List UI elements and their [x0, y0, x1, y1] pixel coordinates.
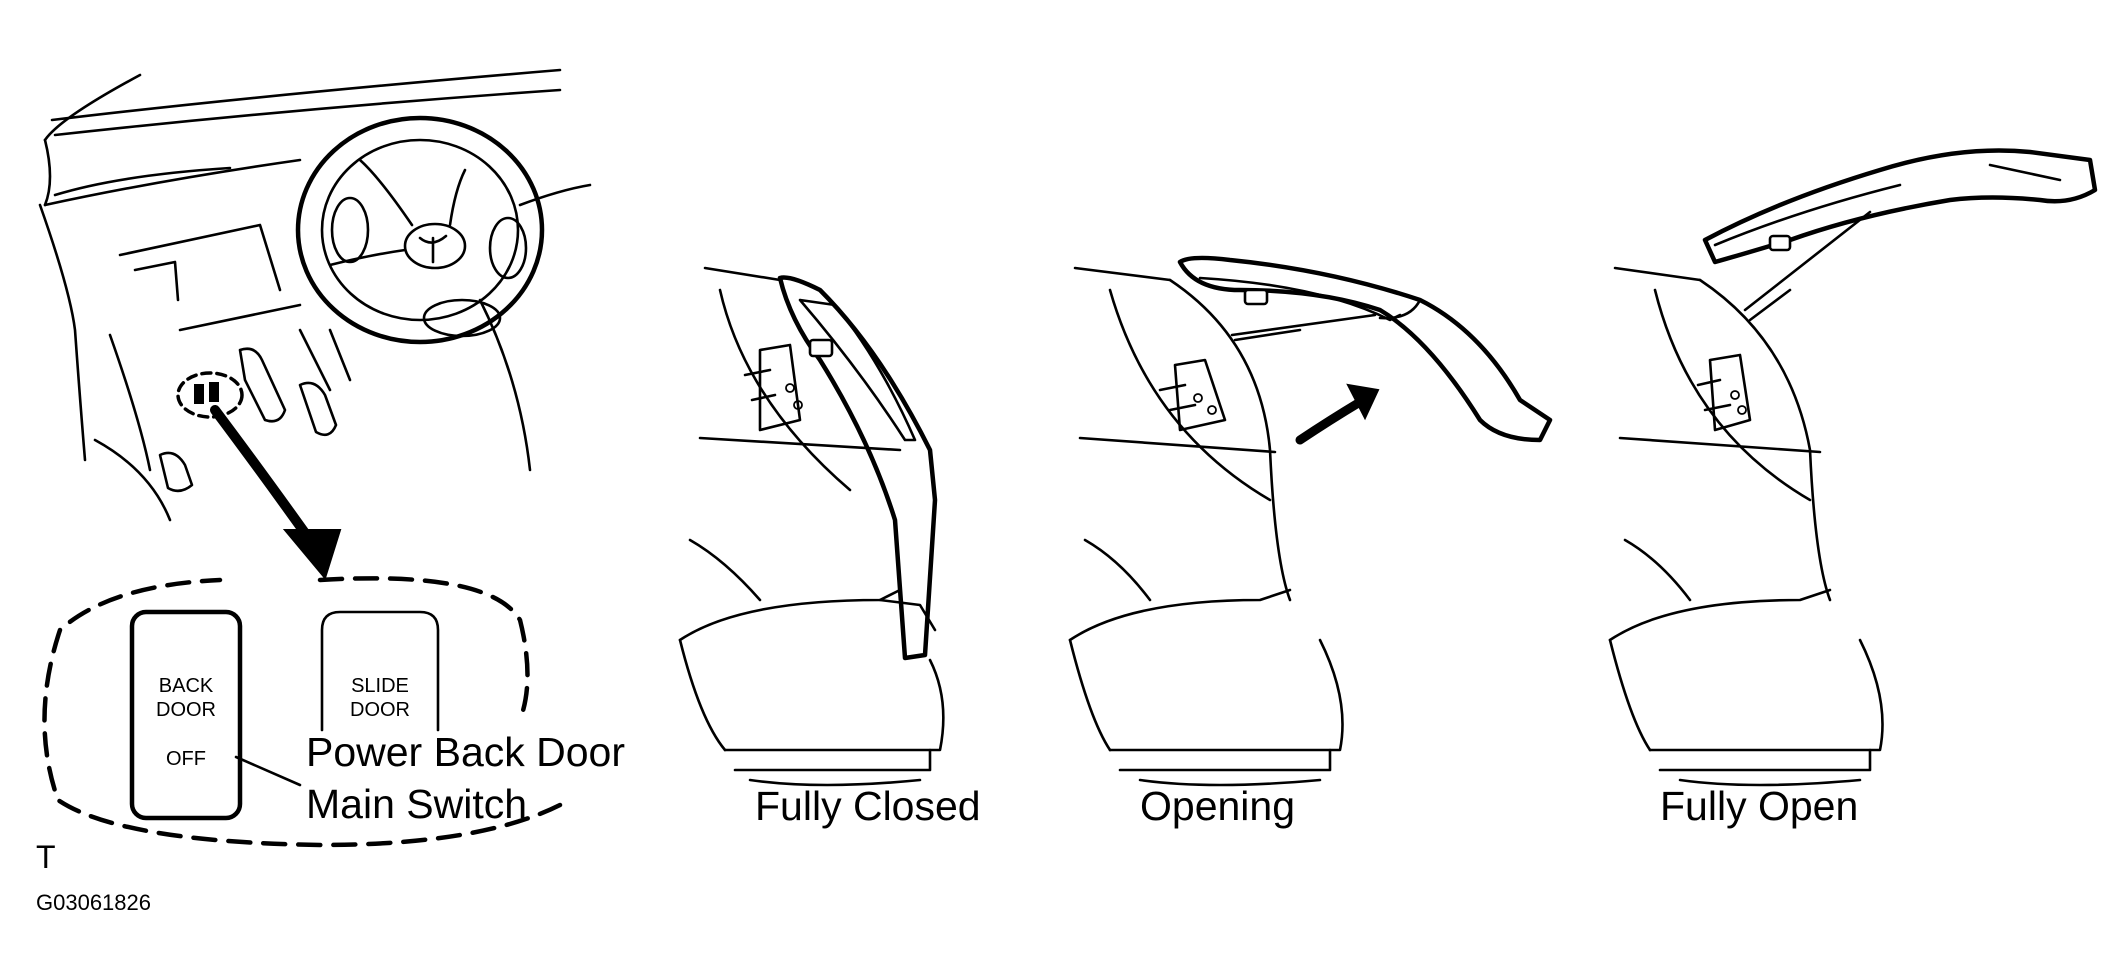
back-door-switch-label-1: BACK [159, 675, 214, 697]
switch-callout-panel: BACK DOOR OFF SLIDE DOOR [42, 576, 563, 848]
marker-letter: T [36, 839, 56, 875]
callout-label-line2: Main Switch [306, 781, 527, 827]
figure-code: G03061826 [36, 890, 151, 915]
dashboard-illustration [38, 68, 592, 581]
caption-opening: Opening [1140, 783, 1295, 829]
callout-label-line1: Power Back Door [306, 729, 625, 775]
back-door-switch-label-2: DOOR [156, 699, 216, 721]
caption-fully-closed: Fully Closed [755, 783, 981, 829]
slide-door-switch-icon [320, 610, 440, 732]
back-door-off-label: OFF [166, 748, 206, 770]
fully-closed-illustration [678, 266, 945, 787]
caption-fully-open: Fully Open [1660, 783, 1858, 829]
fully-open-illustration [1608, 148, 2098, 787]
slide-door-switch-label-1: SLIDE [351, 675, 409, 697]
slide-door-switch-label-2: DOOR [350, 699, 410, 721]
callout-leader-line [234, 755, 302, 787]
opening-illustration [1068, 255, 1553, 787]
back-door-switch-icon [129, 609, 243, 821]
